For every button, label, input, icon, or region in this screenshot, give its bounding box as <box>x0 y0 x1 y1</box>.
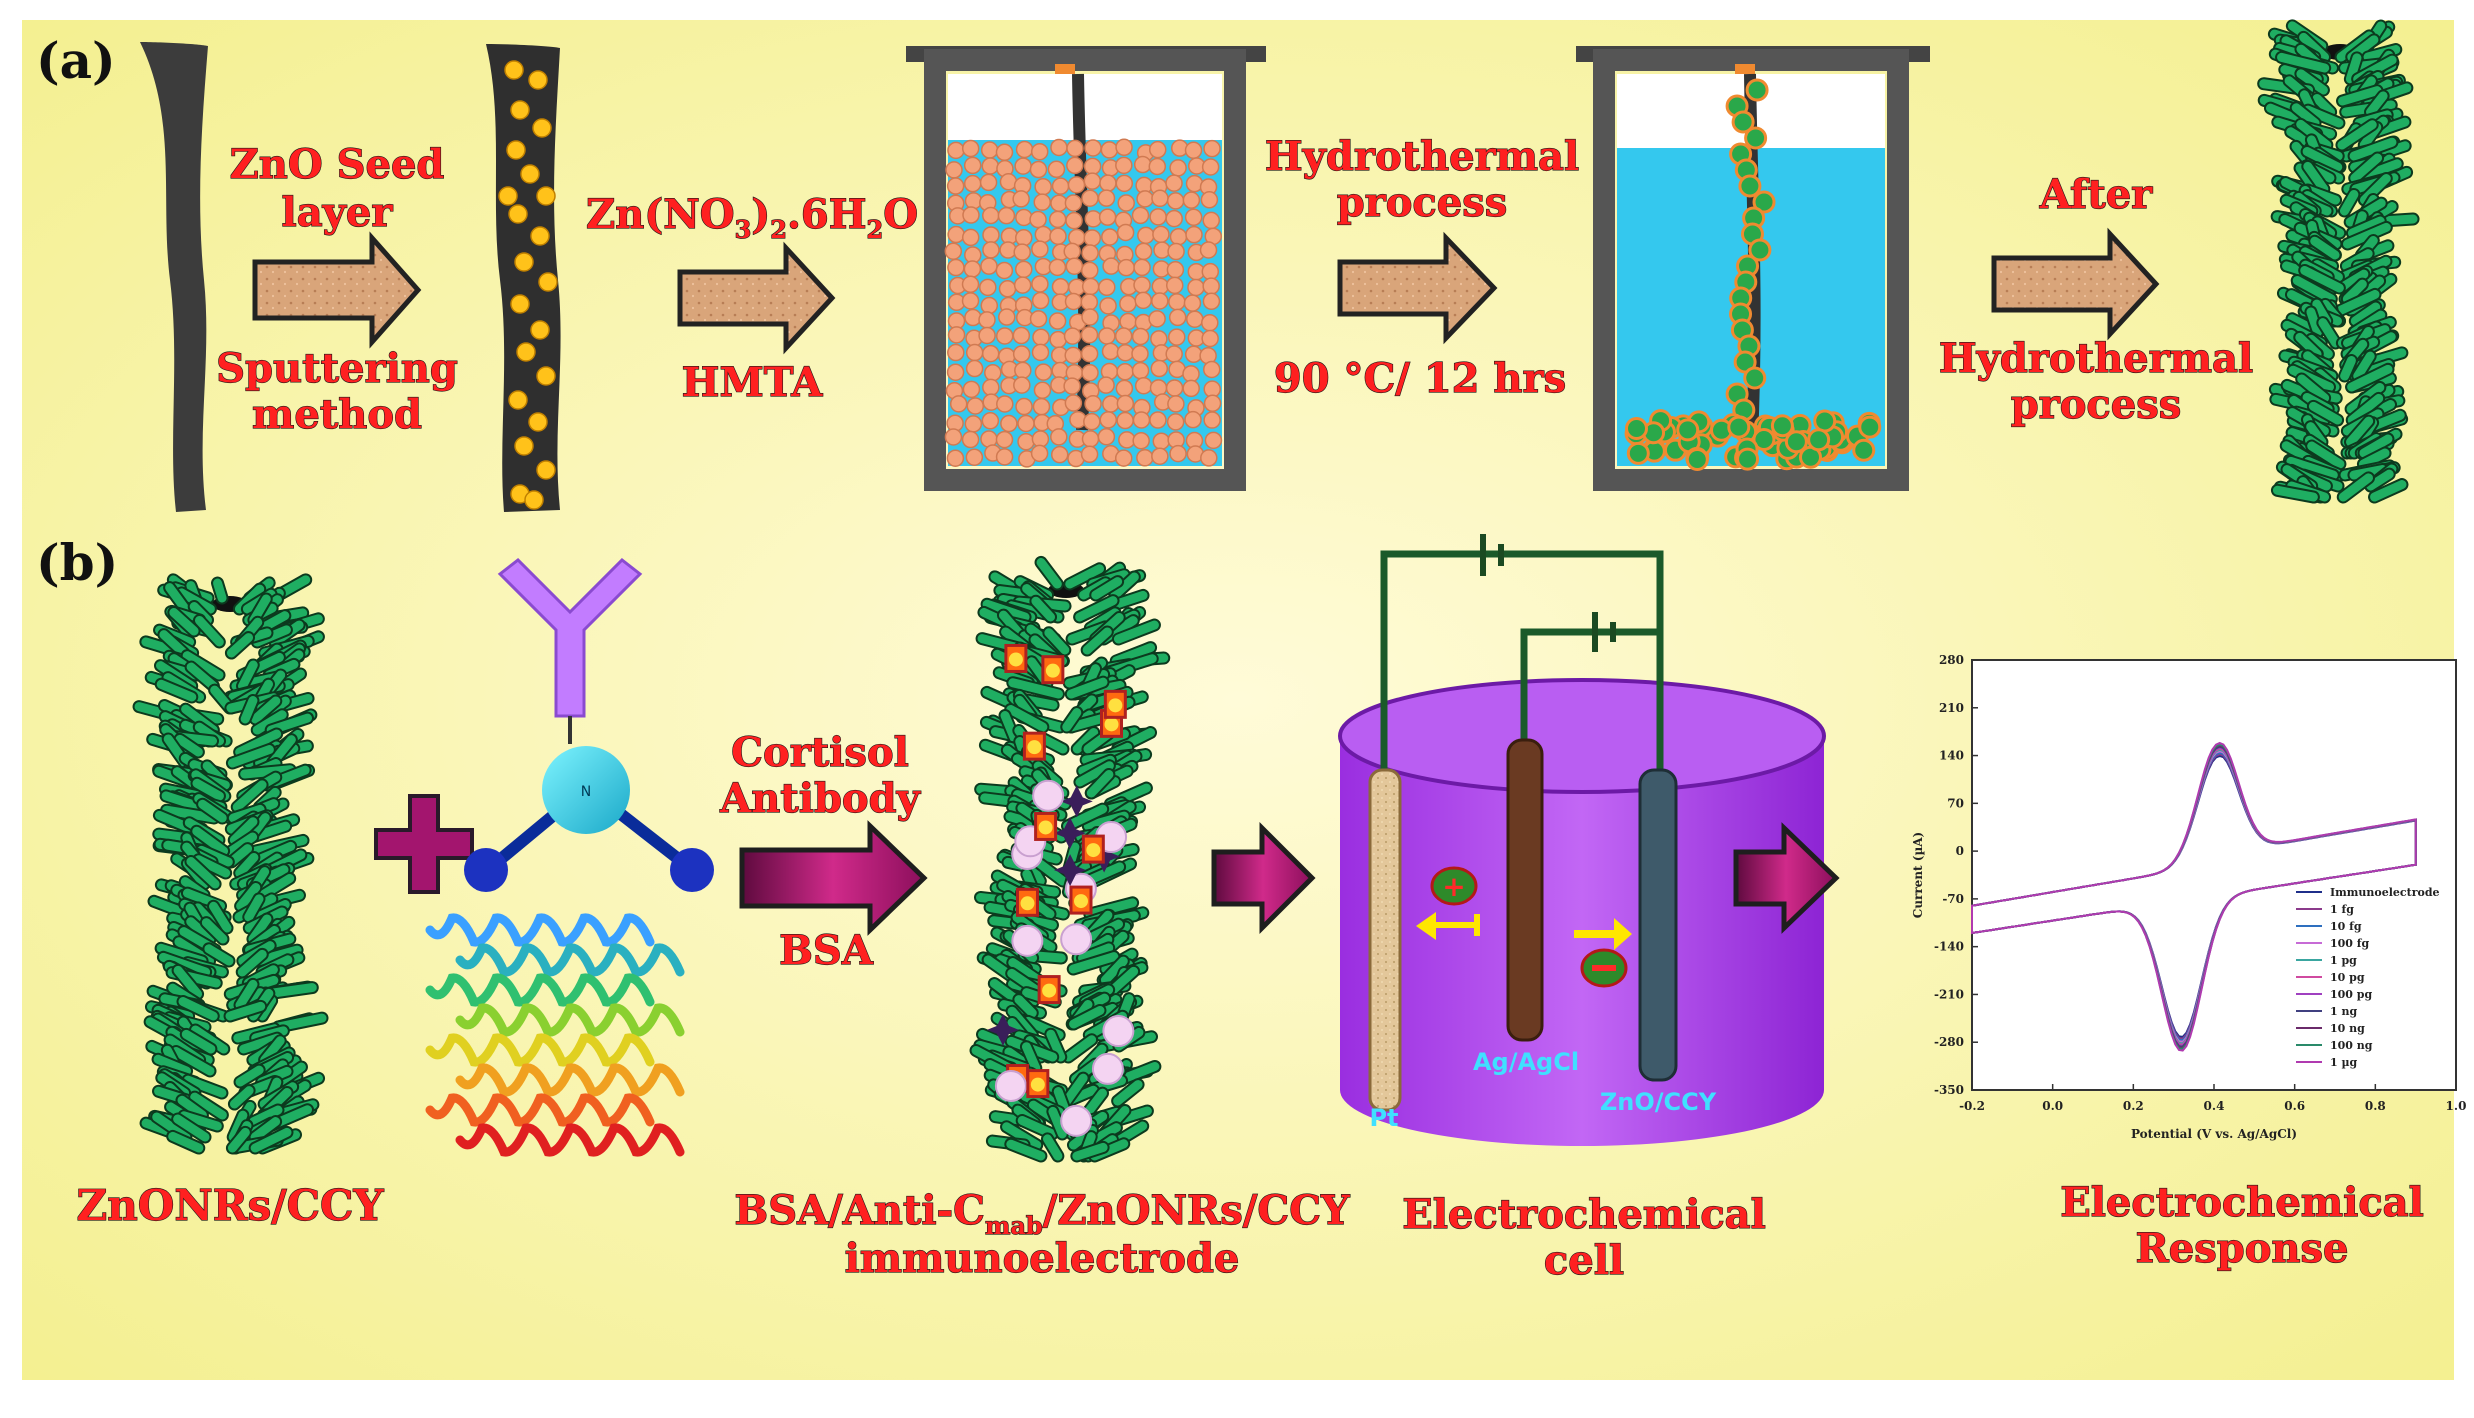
hydro-label-top-1: Hydrothermal <box>1265 133 1579 180</box>
seed-label-top-2: layer <box>282 189 394 236</box>
legend-entry: 1 fg <box>2330 903 2354 916</box>
autoclave-before <box>906 46 1266 491</box>
x-tick-label: 0.0 <box>2042 1099 2063 1113</box>
cell-label-1: Electrochemical <box>1402 1191 1766 1238</box>
hydro-label-bottom: 90 °C/ 12 hrs <box>1274 355 1566 402</box>
y-tick-label: 210 <box>1939 701 1964 715</box>
cv-series-line <box>1971 741 2417 1052</box>
znonrs-yarn-a <box>2257 19 2420 504</box>
carbon-yarn-seeded <box>486 44 561 512</box>
y-tick-label: -280 <box>1934 1035 1964 1049</box>
legend-entry: 100 ng <box>2330 1039 2373 1052</box>
legend-entry: 1 µg <box>2330 1056 2358 1069</box>
immuno-label-2: immunoelectrode <box>845 1235 1240 1282</box>
cell-label-2: cell <box>1544 1237 1624 1284</box>
arrow-to-response <box>1733 822 1840 934</box>
seed-label-bottom-1: Sputtering <box>216 345 458 392</box>
arrow-hydrothermal <box>1337 231 1498 345</box>
legend-entry: 100 pg <box>2330 988 2372 1001</box>
pt-electrode <box>1368 768 1402 1112</box>
hydro-label-top-2: process <box>1337 179 1508 226</box>
y-tick-label: -210 <box>1934 987 1964 1001</box>
x-tick-label: -0.2 <box>1959 1099 1985 1113</box>
anion-arrow <box>1574 918 1632 950</box>
step-label-top-1: Cortisol <box>731 729 909 776</box>
x-tick-label: 0.8 <box>2365 1099 2386 1113</box>
y-tick-label: -140 <box>1934 940 1964 954</box>
hmta-label: HMTA <box>682 359 824 406</box>
immuno-label-1: BSA/Anti-Cmab/ZnONRs/CCY <box>734 1187 1350 1240</box>
carbon-yarn-bare <box>140 42 208 512</box>
arrow-immobilization <box>739 820 928 936</box>
agagcl-electrode <box>1506 738 1544 1042</box>
autoclave-after <box>1576 46 1930 491</box>
y-tick-label: -350 <box>1934 1083 1964 1097</box>
cation-icon <box>1430 866 1478 906</box>
legend-entry: 10 pg <box>2330 971 2365 984</box>
response-label-1: Electrochemical <box>2060 1179 2424 1226</box>
x-tick-label: 0.4 <box>2204 1099 2225 1113</box>
y-axis-label: Current (µA) <box>1911 832 1925 918</box>
y-tick-label: -70 <box>1942 892 1964 906</box>
znonrs-yarn-b <box>132 573 329 1155</box>
immunoelectrode <box>969 555 1171 1163</box>
step-label-bottom: BSA <box>779 927 874 974</box>
step-label-top-2: Antibody <box>719 775 921 822</box>
response-label-2: Response <box>2136 1225 2349 1272</box>
bsa-protein-icon <box>425 913 685 1157</box>
after-label-top: After <box>2039 171 2153 218</box>
legend-entry: 10 ng <box>2330 1022 2365 1035</box>
cv-plot-area <box>1971 659 2457 1091</box>
agagcl-label: Ag/AgCl <box>1473 1048 1579 1076</box>
x-tick-label: 1.0 <box>2446 1099 2467 1113</box>
znonrs-ccy-label: ZnONRs/CCY <box>77 1181 385 1230</box>
y-tick-label: 140 <box>1939 749 1964 763</box>
electrochemical-cell: + Pt Ag/AgCl ZnO/CCY <box>1338 534 1826 1146</box>
legend-entry: 1 pg <box>2330 954 2357 967</box>
panel-label-a: (a) <box>36 31 116 90</box>
linker-molecule-icon: N <box>464 746 714 892</box>
cv-chart: 280 210 140 70 0 -70 -140 -210 -280 -350 -0.2 0.0 0.… <box>1911 653 2466 1141</box>
antibody-icon <box>497 558 643 744</box>
after-label-bottom-1: Hydrothermal <box>1939 335 2253 382</box>
precursor-label: Zn(NO3)2.6H2O <box>586 191 918 244</box>
y-tick-label: 0 <box>1956 844 1964 858</box>
legend-entry: 10 fg <box>2330 920 2362 933</box>
arrow-seed-layer <box>252 231 422 349</box>
y-tick-label: 70 <box>1947 796 1964 810</box>
arrow-precursor <box>677 241 836 355</box>
legend-entry: 1 ng <box>2330 1005 2357 1018</box>
seed-label-top-1: ZnO Seed <box>230 141 445 188</box>
pt-label: Pt <box>1369 1104 1398 1132</box>
y-tick-label: 280 <box>1939 653 1964 667</box>
x-tick-label: 0.6 <box>2284 1099 2305 1113</box>
x-axis-label: Potential (V vs. Ag/AgCl) <box>2131 1127 2297 1141</box>
x-tick-label: 0.2 <box>2123 1099 2144 1113</box>
zno-label: ZnO/CCY <box>1600 1088 1717 1116</box>
after-label-bottom-2: process <box>2011 381 2182 428</box>
battery-icon-2 <box>1592 612 1598 652</box>
legend-entry: Immunoelectrode <box>2330 886 2440 899</box>
battery-icon-1 <box>1480 534 1486 576</box>
panel-label-b: (b) <box>36 533 118 592</box>
zno-electrode <box>1638 768 1678 1082</box>
n-atom-label: N <box>581 784 591 800</box>
seed-label-bottom-2: method <box>252 391 422 438</box>
arrow-after <box>1991 227 2160 341</box>
legend-entry: 100 fg <box>2330 937 2370 950</box>
arrow-to-cell <box>1211 821 1316 935</box>
svg-text:+: + <box>1442 870 1465 903</box>
